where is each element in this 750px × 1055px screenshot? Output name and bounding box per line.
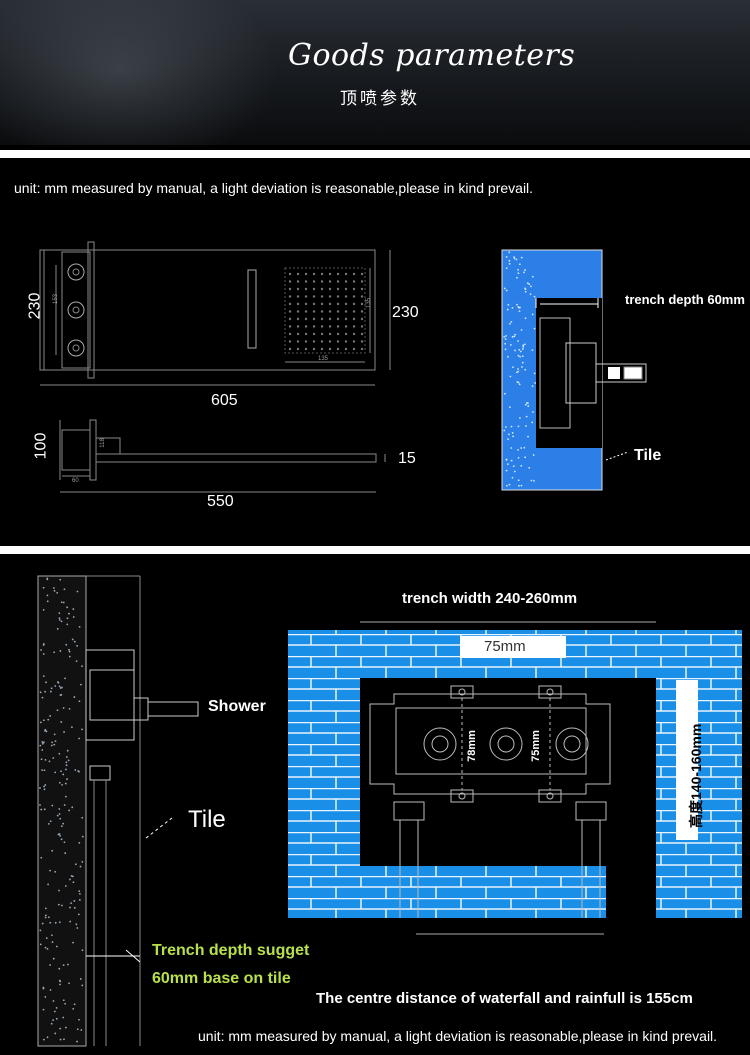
wall-side-drawing [37, 575, 199, 1047]
v75-label: 75mm [529, 730, 542, 762]
dim-inner-a: 153 [53, 293, 60, 305]
dim-height-left: 230 [26, 292, 44, 320]
span-75-label: 75mm [484, 638, 526, 655]
wall-section-drawing [501, 249, 647, 491]
unit-note-top: unit: mm measured by manual, a light dev… [14, 180, 534, 196]
trench-suggest-line2: 60mm base on tile [152, 970, 291, 987]
dim-height-right: 230 [392, 304, 419, 321]
v78-label: 78mm [465, 730, 478, 762]
dim-length: 550 [207, 493, 234, 510]
dim-depth: 100 [32, 432, 50, 460]
dim-inner-b: 135 [366, 297, 373, 309]
trench-suggest-line1: Trench depth sugget [152, 942, 310, 959]
section-divider [0, 150, 750, 158]
dim-inner-c: 135 [318, 356, 329, 362]
centre-distance-note: The centre distance of waterfall and rai… [316, 990, 693, 1007]
dim-inner-d: 118 [99, 438, 106, 448]
trench-depth-label: trench depth 60mm [625, 292, 745, 307]
tile-label-bottom: Tile [188, 806, 226, 833]
section-divider [0, 546, 750, 554]
shower-label: Shower [208, 698, 266, 715]
tile-label-top: Tile [634, 447, 662, 464]
height-range-label: 高度140-160mm [688, 723, 704, 828]
banner-subtitle: 顶喷参数 [340, 89, 420, 108]
unit-note-bottom: unit: mm measured by manual, a light dev… [198, 1028, 718, 1044]
banner-glow [0, 0, 280, 145]
dim-inner-e: 60 [72, 478, 79, 484]
trench-width-label: trench width 240-260mm [402, 590, 578, 607]
dim-thickness: 15 [398, 450, 416, 467]
brick-wall-drawing [288, 621, 742, 935]
dim-width: 605 [211, 392, 238, 409]
banner-title: Goods parameters [288, 38, 576, 73]
front-view-drawing [39, 241, 391, 493]
header-banner: Goods parameters 顶喷参数 [0, 0, 750, 145]
